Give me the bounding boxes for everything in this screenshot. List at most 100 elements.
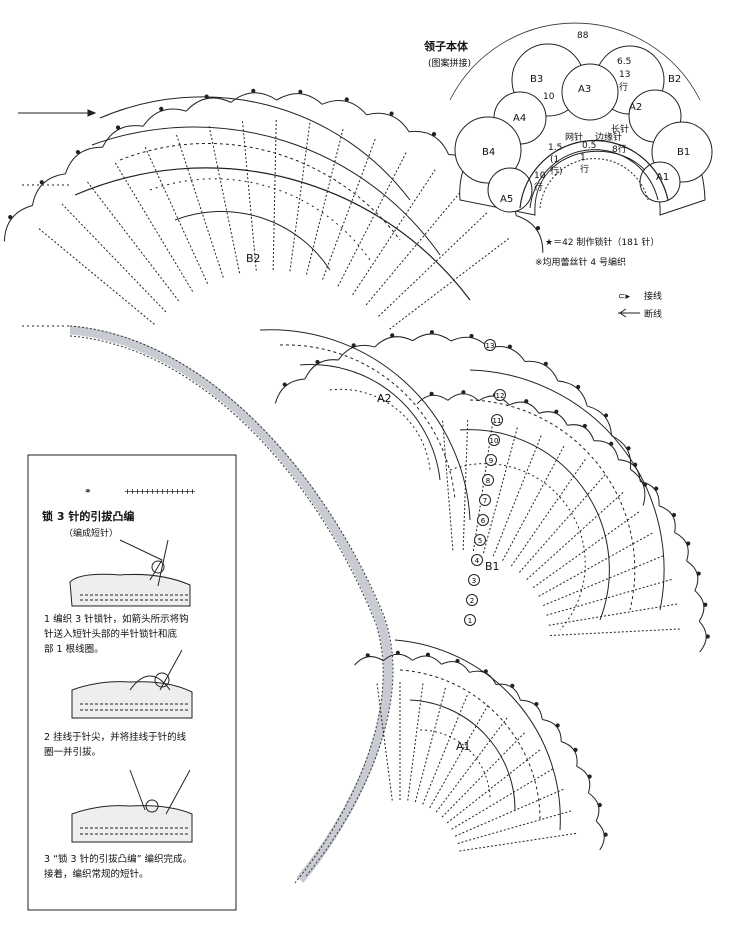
overview-label-b3: B3: [530, 74, 543, 85]
stitch-spoke: [208, 126, 241, 274]
illustration-2: [71, 649, 193, 719]
scallop-loop: [276, 93, 323, 105]
row-marker-circle: [471, 554, 483, 566]
dim-r1c: 行: [619, 81, 628, 93]
row-marker-circle: [494, 389, 506, 401]
scallop-loop: [618, 459, 641, 482]
dim-r2c: 行: [580, 163, 589, 175]
step-2-text: 2 挂线于针尖，并将挂线于针的线 圈一并引拔。: [44, 730, 234, 760]
picot-dot: [461, 390, 466, 395]
picot-dot: [429, 391, 434, 396]
scallop-loop: [450, 336, 490, 349]
scallop-loop: [230, 92, 277, 103]
picot-dot: [587, 774, 592, 779]
stitch-symbol: +: [169, 487, 176, 496]
stitch-spoke: [538, 532, 653, 597]
row-marker-number: 2: [470, 597, 474, 605]
stitch-spoke: [482, 427, 518, 554]
stitch-spoke: [289, 122, 311, 272]
collar-overview: 领子本体 (图案拼接) 88 B3 A3 A2 A4 B2 B4 B1: [423, 22, 713, 320]
stitch-symbol: +: [124, 487, 131, 496]
stitch-spoke: [272, 120, 277, 271]
stitch-spoke: [457, 809, 574, 844]
stitch-symbol: +: [129, 487, 136, 496]
picot-dot: [298, 89, 303, 94]
picot-dot: [115, 125, 121, 130]
stitch-spoke: [492, 435, 542, 557]
scallop-loop: [102, 125, 144, 148]
picot-symbol: ⚭: [84, 487, 92, 497]
picot-dot: [573, 747, 578, 752]
picot-dot: [603, 413, 609, 418]
scallop-loop: [595, 820, 605, 851]
scallop-loop: [694, 590, 705, 622]
picot-dot: [429, 330, 434, 335]
dim-r3a: 1.5: [548, 143, 562, 153]
illustration-3: [71, 769, 193, 843]
width-label: 88: [577, 31, 589, 41]
dim-r3c: 行): [550, 165, 563, 177]
scallop-loop: [32, 173, 66, 206]
lead-lines: [18, 109, 97, 327]
scallop-loop: [304, 359, 339, 380]
row-marker-number: 1: [468, 617, 472, 625]
picot-dot: [389, 111, 394, 116]
motif-b2-chart: [3, 88, 544, 330]
picot-dot: [390, 333, 395, 338]
stitch-spoke: [144, 147, 209, 284]
scallop-loop: [354, 656, 384, 666]
stitch-spoke: [422, 693, 469, 805]
motif-a2-chart: [259, 329, 648, 521]
scallop-loop: [686, 560, 699, 591]
picot-dot: [315, 359, 320, 365]
scallop-loop: [374, 336, 413, 348]
overview-label-a2: A2: [629, 102, 642, 113]
picot-dot: [534, 701, 539, 707]
stitch-spoke: [87, 181, 180, 302]
stitch-spoke: [352, 169, 436, 296]
instruction-title: 锁 3 针的引拔凸编: [42, 509, 134, 523]
scallop-loop: [611, 435, 632, 470]
picot-dot: [251, 88, 256, 93]
stitch-spoke: [441, 731, 527, 818]
picot-dot: [609, 441, 614, 446]
step-1-text: 1 编织 3 针锁针，如箭头所示将钩 针送入短针头部的半针锁针和底 部 1 根线…: [44, 612, 234, 657]
row-marker-circle: [482, 474, 494, 486]
stitch-spoke: [176, 134, 224, 278]
stitch-spoke: [322, 138, 376, 280]
picot-dot: [554, 409, 559, 414]
scallop-loop: [416, 394, 449, 405]
overview-label-a1: A1: [656, 172, 669, 183]
scallop-loop: [142, 108, 187, 127]
legend-cut: 断线: [644, 308, 662, 320]
stitch-spoke: [462, 420, 469, 551]
stitch-spoke: [548, 603, 678, 626]
row-marker-number: 7: [483, 497, 487, 505]
stitch-spoke: [546, 579, 672, 616]
stitch-symbol: +: [159, 487, 166, 496]
stitch-spoke: [510, 458, 586, 567]
instruction-subtitle: （编成短针）: [64, 527, 118, 539]
motif-a1-chart: [354, 639, 608, 852]
picot-dot: [597, 802, 602, 808]
row-marker-number: 9: [489, 457, 493, 465]
picot-dot: [555, 723, 560, 728]
row-marker-number: 4: [475, 557, 480, 565]
stitch-spoke: [542, 555, 664, 607]
row-marker-number: 5: [478, 537, 482, 545]
row-marker-circle: [491, 414, 503, 426]
scallop-loop: [412, 333, 452, 342]
chart-motif-labels: B2 A2 B1 A1: [246, 252, 500, 753]
stitch-symbol: +: [179, 487, 186, 496]
label-b1: B1: [485, 560, 500, 573]
step-1-line-2: 针送入短针头部的半针锁针和底: [44, 629, 178, 640]
picot-dot: [75, 150, 81, 155]
scallop-loop: [447, 393, 480, 402]
scallop-loop: [538, 411, 568, 426]
stitch-symbol: +: [164, 487, 171, 496]
stitch-symbol: +: [149, 487, 156, 496]
picot-dot: [507, 344, 512, 349]
picot-dot: [204, 94, 209, 99]
row-marker-number: 10: [490, 437, 499, 445]
